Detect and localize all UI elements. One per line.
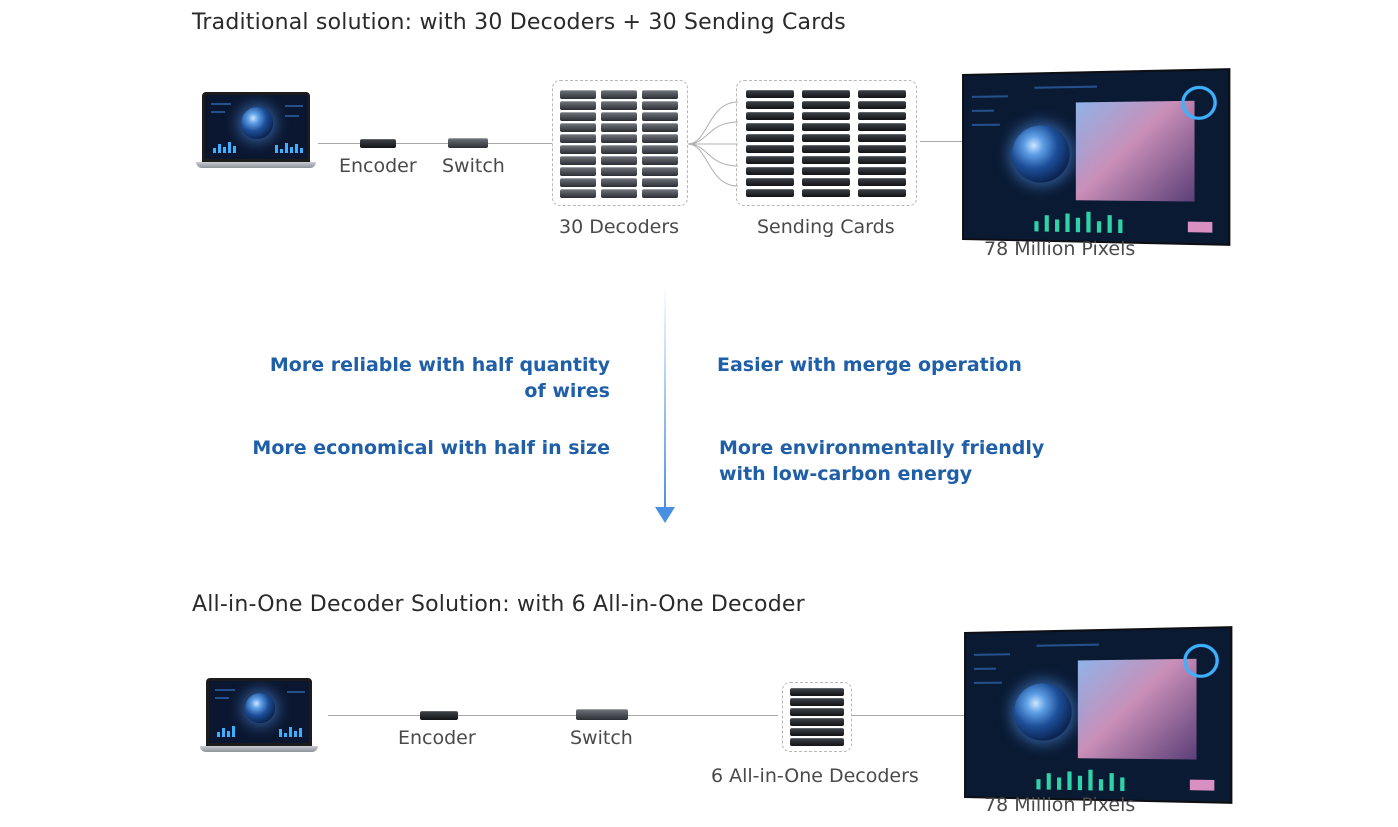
sending-cards-group (736, 80, 917, 206)
benefit-reliable-line-2: of wires (524, 380, 610, 402)
sending-card-unit (802, 178, 850, 186)
laptop-icon (200, 678, 318, 754)
wall-pixels-label-top: 78 Million Pixels (984, 238, 1136, 260)
decoder-unit (642, 101, 678, 110)
sending-card-unit (746, 189, 794, 197)
benefit-reliable-line-1: More reliable with half quantity (269, 354, 610, 376)
video-wall-icon (964, 70, 1229, 244)
benefit-environment-line-1: More environmentally friendly (719, 437, 1045, 459)
decoder-unit (642, 178, 678, 187)
decoder-unit (560, 90, 596, 99)
sending-card-unit (858, 167, 906, 175)
sending-card-unit (802, 167, 850, 175)
traditional-solution-title: Traditional solution: with 30 Decoders +… (192, 10, 846, 35)
encoder-icon (360, 139, 396, 148)
all-in-one-decoder-unit (790, 718, 844, 726)
sending-card-unit (802, 101, 850, 109)
sending-card-unit (746, 123, 794, 131)
sending-card-unit (802, 189, 850, 197)
decoder-unit (642, 156, 678, 165)
sending-card-unit (858, 178, 906, 186)
decoder-unit (560, 156, 596, 165)
sending-card-unit (858, 112, 906, 120)
video-wall-icon (966, 628, 1231, 802)
encoder-label-bottom: Encoder (398, 727, 476, 749)
sending-card-unit (746, 134, 794, 142)
sending-card-unit (858, 134, 906, 142)
decoders-label: 30 Decoders (559, 216, 680, 238)
decoder-unit (642, 167, 678, 176)
sending-card-unit (858, 90, 906, 98)
encoder-label: Encoder (339, 155, 417, 177)
connection-wires (688, 101, 738, 187)
sending-card-unit (802, 145, 850, 153)
laptop-icon (196, 92, 316, 170)
decoder-unit (642, 145, 678, 154)
sending-card-unit (802, 134, 850, 142)
decoder-unit (601, 156, 637, 165)
all-in-one-decoder-unit (790, 728, 844, 736)
switch-label: Switch (442, 155, 505, 177)
decoder-unit (601, 167, 637, 176)
down-arrow-icon (655, 507, 675, 523)
all-in-one-decoder-unit (790, 688, 844, 696)
sending-card-unit (802, 112, 850, 120)
benefit-merge: Easier with merge operation (717, 354, 1022, 376)
benefit-economical: More economical with half in size (252, 437, 610, 459)
sending-card-unit (858, 145, 906, 153)
decoder-unit (560, 101, 596, 110)
sending-card-unit (746, 145, 794, 153)
decoder-unit (560, 145, 596, 154)
encoder-icon (420, 711, 458, 720)
sending-card-unit (858, 123, 906, 131)
sending-cards-label: Sending Cards (757, 216, 895, 238)
sending-card-unit (746, 112, 794, 120)
decoder-unit (601, 145, 637, 154)
all-in-one-decoder-unit (790, 738, 844, 746)
decoder-unit (601, 112, 637, 121)
decoder-unit (642, 189, 678, 198)
sending-card-unit (746, 156, 794, 164)
sending-card-unit (802, 123, 850, 131)
decoder-unit (601, 90, 637, 99)
sending-card-unit (802, 156, 850, 164)
wall-pixels-label-bottom: 78 Million Pixels (984, 794, 1136, 816)
decoder-unit (642, 134, 678, 143)
sending-card-unit (858, 156, 906, 164)
decoder-unit (601, 189, 637, 198)
benefit-environment: More environmentally friendly with low-c… (719, 435, 1044, 487)
sending-card-unit (746, 90, 794, 98)
transition-arrow-line (664, 284, 666, 508)
all-in-one-decoder-unit (790, 698, 844, 706)
decoder-unit (560, 167, 596, 176)
all-in-one-solution-title: All-in-One Decoder Solution: with 6 All-… (192, 592, 805, 617)
decoder-unit (560, 123, 596, 132)
sending-card-unit (858, 101, 906, 109)
sending-card-unit (858, 189, 906, 197)
benefit-environment-line-2: with low-carbon energy (719, 463, 973, 485)
all-in-one-decoders-label: 6 All-in-One Decoders (711, 765, 919, 787)
decoder-unit (601, 134, 637, 143)
decoder-unit (642, 112, 678, 121)
decoders-group (552, 80, 688, 206)
decoder-unit (601, 123, 637, 132)
sending-card-unit (746, 178, 794, 186)
sending-card-unit (746, 101, 794, 109)
all-in-one-decoder-unit (790, 708, 844, 716)
decoder-unit (601, 101, 637, 110)
all-in-one-decoders-group (782, 682, 852, 752)
switch-icon (576, 709, 628, 720)
decoder-unit (601, 178, 637, 187)
switch-label-bottom: Switch (570, 727, 633, 749)
decoder-unit (642, 90, 678, 99)
sending-card-unit (802, 90, 850, 98)
benefit-reliable: More reliable with half quantity of wire… (250, 352, 610, 404)
decoder-unit (560, 134, 596, 143)
sending-card-unit (746, 167, 794, 175)
decoder-unit (560, 189, 596, 198)
decoder-unit (560, 112, 596, 121)
decoder-unit (642, 123, 678, 132)
switch-icon (448, 138, 488, 148)
decoder-unit (560, 178, 596, 187)
